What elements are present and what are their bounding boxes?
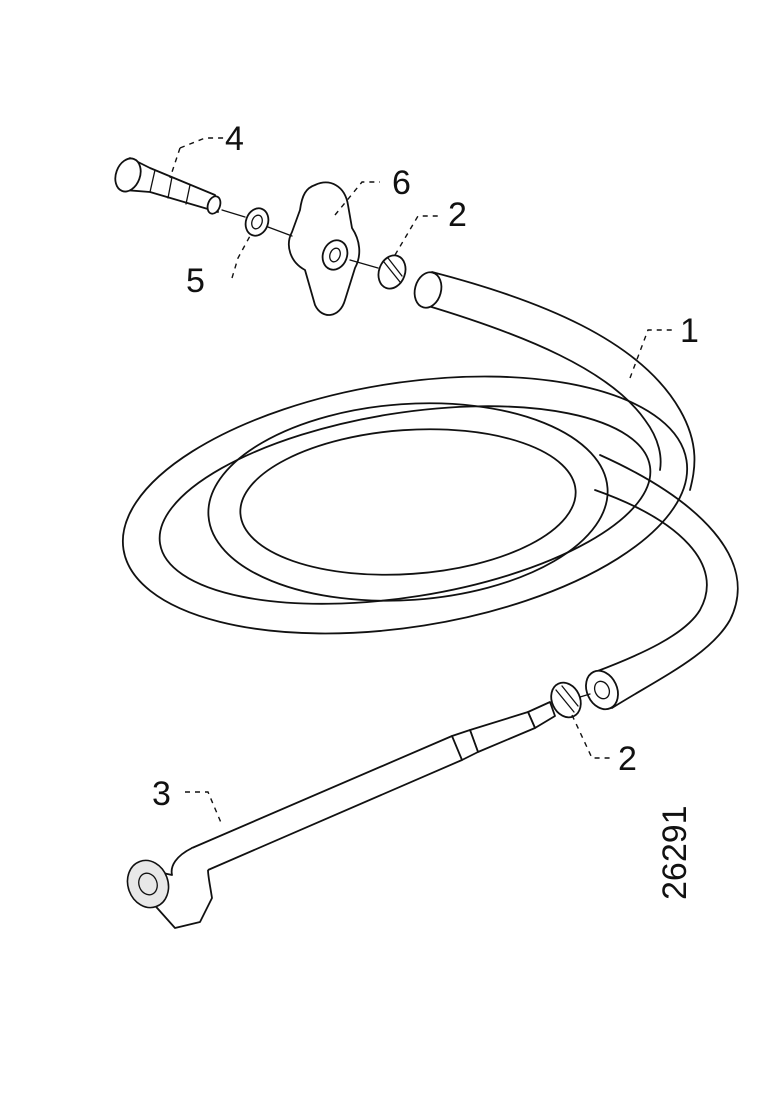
drawing-part-number: 26291 bbox=[656, 805, 694, 900]
callout-6: 6 bbox=[392, 164, 411, 202]
hose-clamp-bottom bbox=[550, 681, 582, 719]
nozzle-connector bbox=[114, 157, 222, 215]
hose-clamp-top bbox=[377, 254, 407, 290]
callout-4: 4 bbox=[225, 120, 244, 158]
callout-2-bottom: 2 bbox=[618, 740, 637, 778]
callout-2-top: 2 bbox=[448, 196, 467, 234]
bracket-knob bbox=[288, 181, 361, 316]
callout-5: 5 bbox=[186, 262, 205, 300]
hose-coil bbox=[121, 271, 739, 711]
callout-1: 1 bbox=[680, 312, 699, 350]
leader-lines bbox=[169, 137, 675, 826]
callout-3: 3 bbox=[152, 775, 171, 813]
o-ring-washer bbox=[244, 207, 270, 237]
wand-elbow bbox=[126, 701, 556, 929]
